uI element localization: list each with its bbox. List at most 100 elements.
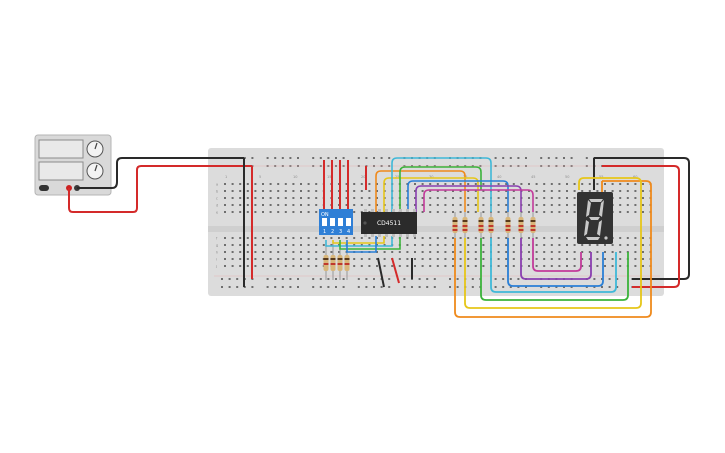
- wire-orange[interactable]: [454, 180, 652, 318]
- breadboard-hole[interactable]: [611, 265, 614, 267]
- breadboard-hole[interactable]: [452, 265, 454, 267]
- breadboard-hole[interactable]: [459, 190, 462, 192]
- breadboard-hole[interactable]: [444, 244, 447, 246]
- breadboard-hole[interactable]: [330, 244, 333, 246]
- breadboard-hole[interactable]: [528, 237, 530, 239]
- breadboard-hole[interactable]: [335, 278, 337, 280]
- breadboard-hole[interactable]: [573, 237, 576, 239]
- breadboard-hole[interactable]: [414, 258, 416, 260]
- breadboard-hole[interactable]: [512, 265, 515, 267]
- breadboard-hole[interactable]: [482, 237, 485, 239]
- breadboard-hole[interactable]: [357, 157, 360, 159]
- breadboard-hole[interactable]: [459, 244, 462, 246]
- wire-yellow[interactable]: [332, 236, 385, 244]
- breadboard-hole[interactable]: [505, 211, 508, 213]
- wire-magenta[interactable]: [423, 189, 534, 212]
- breadboard-hole[interactable]: [634, 190, 637, 192]
- breadboard-hole[interactable]: [236, 286, 239, 288]
- breadboard-hole[interactable]: [342, 278, 345, 280]
- breadboard-hole[interactable]: [436, 251, 439, 253]
- breadboard-hole[interactable]: [277, 197, 280, 199]
- wire-green[interactable]: [399, 166, 482, 212]
- breadboard-hole[interactable]: [566, 204, 568, 206]
- breadboard-hole[interactable]: [512, 190, 515, 192]
- breadboard-hole[interactable]: [224, 197, 226, 199]
- breadboard-hole[interactable]: [224, 265, 226, 267]
- breadboard-hole[interactable]: [300, 211, 302, 213]
- breadboard-hole[interactable]: [642, 251, 644, 253]
- breadboard-hole[interactable]: [550, 183, 553, 185]
- breadboard-hole[interactable]: [482, 183, 485, 185]
- wire-green[interactable]: [480, 238, 629, 301]
- breadboard-hole[interactable]: [322, 237, 325, 239]
- breadboard-hole[interactable]: [601, 278, 603, 280]
- breadboard-hole[interactable]: [593, 286, 596, 288]
- breadboard-hole[interactable]: [608, 286, 611, 288]
- breadboard-hole[interactable]: [353, 204, 356, 206]
- breadboard-hole[interactable]: [246, 183, 249, 185]
- breadboard-hole[interactable]: [262, 211, 264, 213]
- breadboard-hole[interactable]: [383, 258, 386, 260]
- breadboard-hole[interactable]: [236, 278, 239, 280]
- breadboard-hole[interactable]: [231, 258, 234, 260]
- breadboard-hole[interactable]: [398, 258, 401, 260]
- breadboard-hole[interactable]: [517, 157, 520, 159]
- breadboard-hole[interactable]: [550, 190, 553, 192]
- breadboard-hole[interactable]: [555, 286, 558, 288]
- breadboard-hole[interactable]: [452, 258, 454, 260]
- breadboard-hole[interactable]: [360, 237, 363, 239]
- breadboard-hole[interactable]: [543, 211, 546, 213]
- breadboard-hole[interactable]: [573, 183, 576, 185]
- breadboard-hole[interactable]: [474, 190, 477, 192]
- breadboard-hole[interactable]: [497, 190, 500, 192]
- breadboard-hole[interactable]: [398, 251, 401, 253]
- breadboard-hole[interactable]: [406, 251, 409, 253]
- breadboard-hole[interactable]: [543, 265, 546, 267]
- power-supply[interactable]: [34, 134, 112, 196]
- breadboard-hole[interactable]: [231, 251, 234, 253]
- breadboard-hole[interactable]: [642, 258, 644, 260]
- breadboard-hole[interactable]: [563, 157, 565, 159]
- breadboard-hole[interactable]: [528, 265, 530, 267]
- breadboard-hole[interactable]: [368, 183, 371, 185]
- breadboard-hole[interactable]: [322, 251, 325, 253]
- breadboard-hole[interactable]: [315, 265, 318, 267]
- breadboard-hole[interactable]: [266, 278, 269, 280]
- breadboard-hole[interactable]: [528, 211, 530, 213]
- breadboard-hole[interactable]: [512, 183, 515, 185]
- breadboard-hole[interactable]: [368, 258, 371, 260]
- breadboard-hole[interactable]: [634, 251, 637, 253]
- breadboard-hole[interactable]: [292, 251, 295, 253]
- breadboard-hole[interactable]: [262, 244, 264, 246]
- breadboard-hole[interactable]: [360, 258, 363, 260]
- breadboard-hole[interactable]: [528, 244, 530, 246]
- breadboard-hole[interactable]: [604, 251, 606, 253]
- breadboard-hole[interactable]: [505, 265, 508, 267]
- breadboard-hole[interactable]: [588, 258, 591, 260]
- breadboard-hole[interactable]: [573, 211, 576, 213]
- breadboard-hole[interactable]: [611, 244, 614, 246]
- breadboard-hole[interactable]: [376, 197, 378, 199]
- breadboard-hole[interactable]: [444, 197, 447, 199]
- breadboard-hole[interactable]: [277, 265, 280, 267]
- breadboard-hole[interactable]: [277, 183, 280, 185]
- breadboard-hole[interactable]: [342, 157, 345, 159]
- breadboard-hole[interactable]: [231, 265, 234, 267]
- breadboard-hole[interactable]: [452, 204, 454, 206]
- breadboard-hole[interactable]: [596, 265, 599, 267]
- breadboard-hole[interactable]: [505, 183, 508, 185]
- breadboard-hole[interactable]: [540, 286, 543, 288]
- wire-red[interactable]: [391, 257, 400, 284]
- breadboard-hole[interactable]: [596, 183, 599, 185]
- breadboard-hole[interactable]: [449, 286, 451, 288]
- breadboard-hole[interactable]: [421, 258, 424, 260]
- ic-input-wires[interactable]: [325, 236, 413, 288]
- breadboard-hole[interactable]: [550, 265, 553, 267]
- breadboard-hole[interactable]: [421, 197, 424, 199]
- breadboard-hole[interactable]: [459, 265, 462, 267]
- breadboard-hole[interactable]: [300, 258, 302, 260]
- breadboard-hole[interactable]: [300, 190, 302, 192]
- breadboard-hole[interactable]: [353, 237, 356, 239]
- breadboard-hole[interactable]: [239, 251, 242, 253]
- breadboard-hole[interactable]: [307, 265, 310, 267]
